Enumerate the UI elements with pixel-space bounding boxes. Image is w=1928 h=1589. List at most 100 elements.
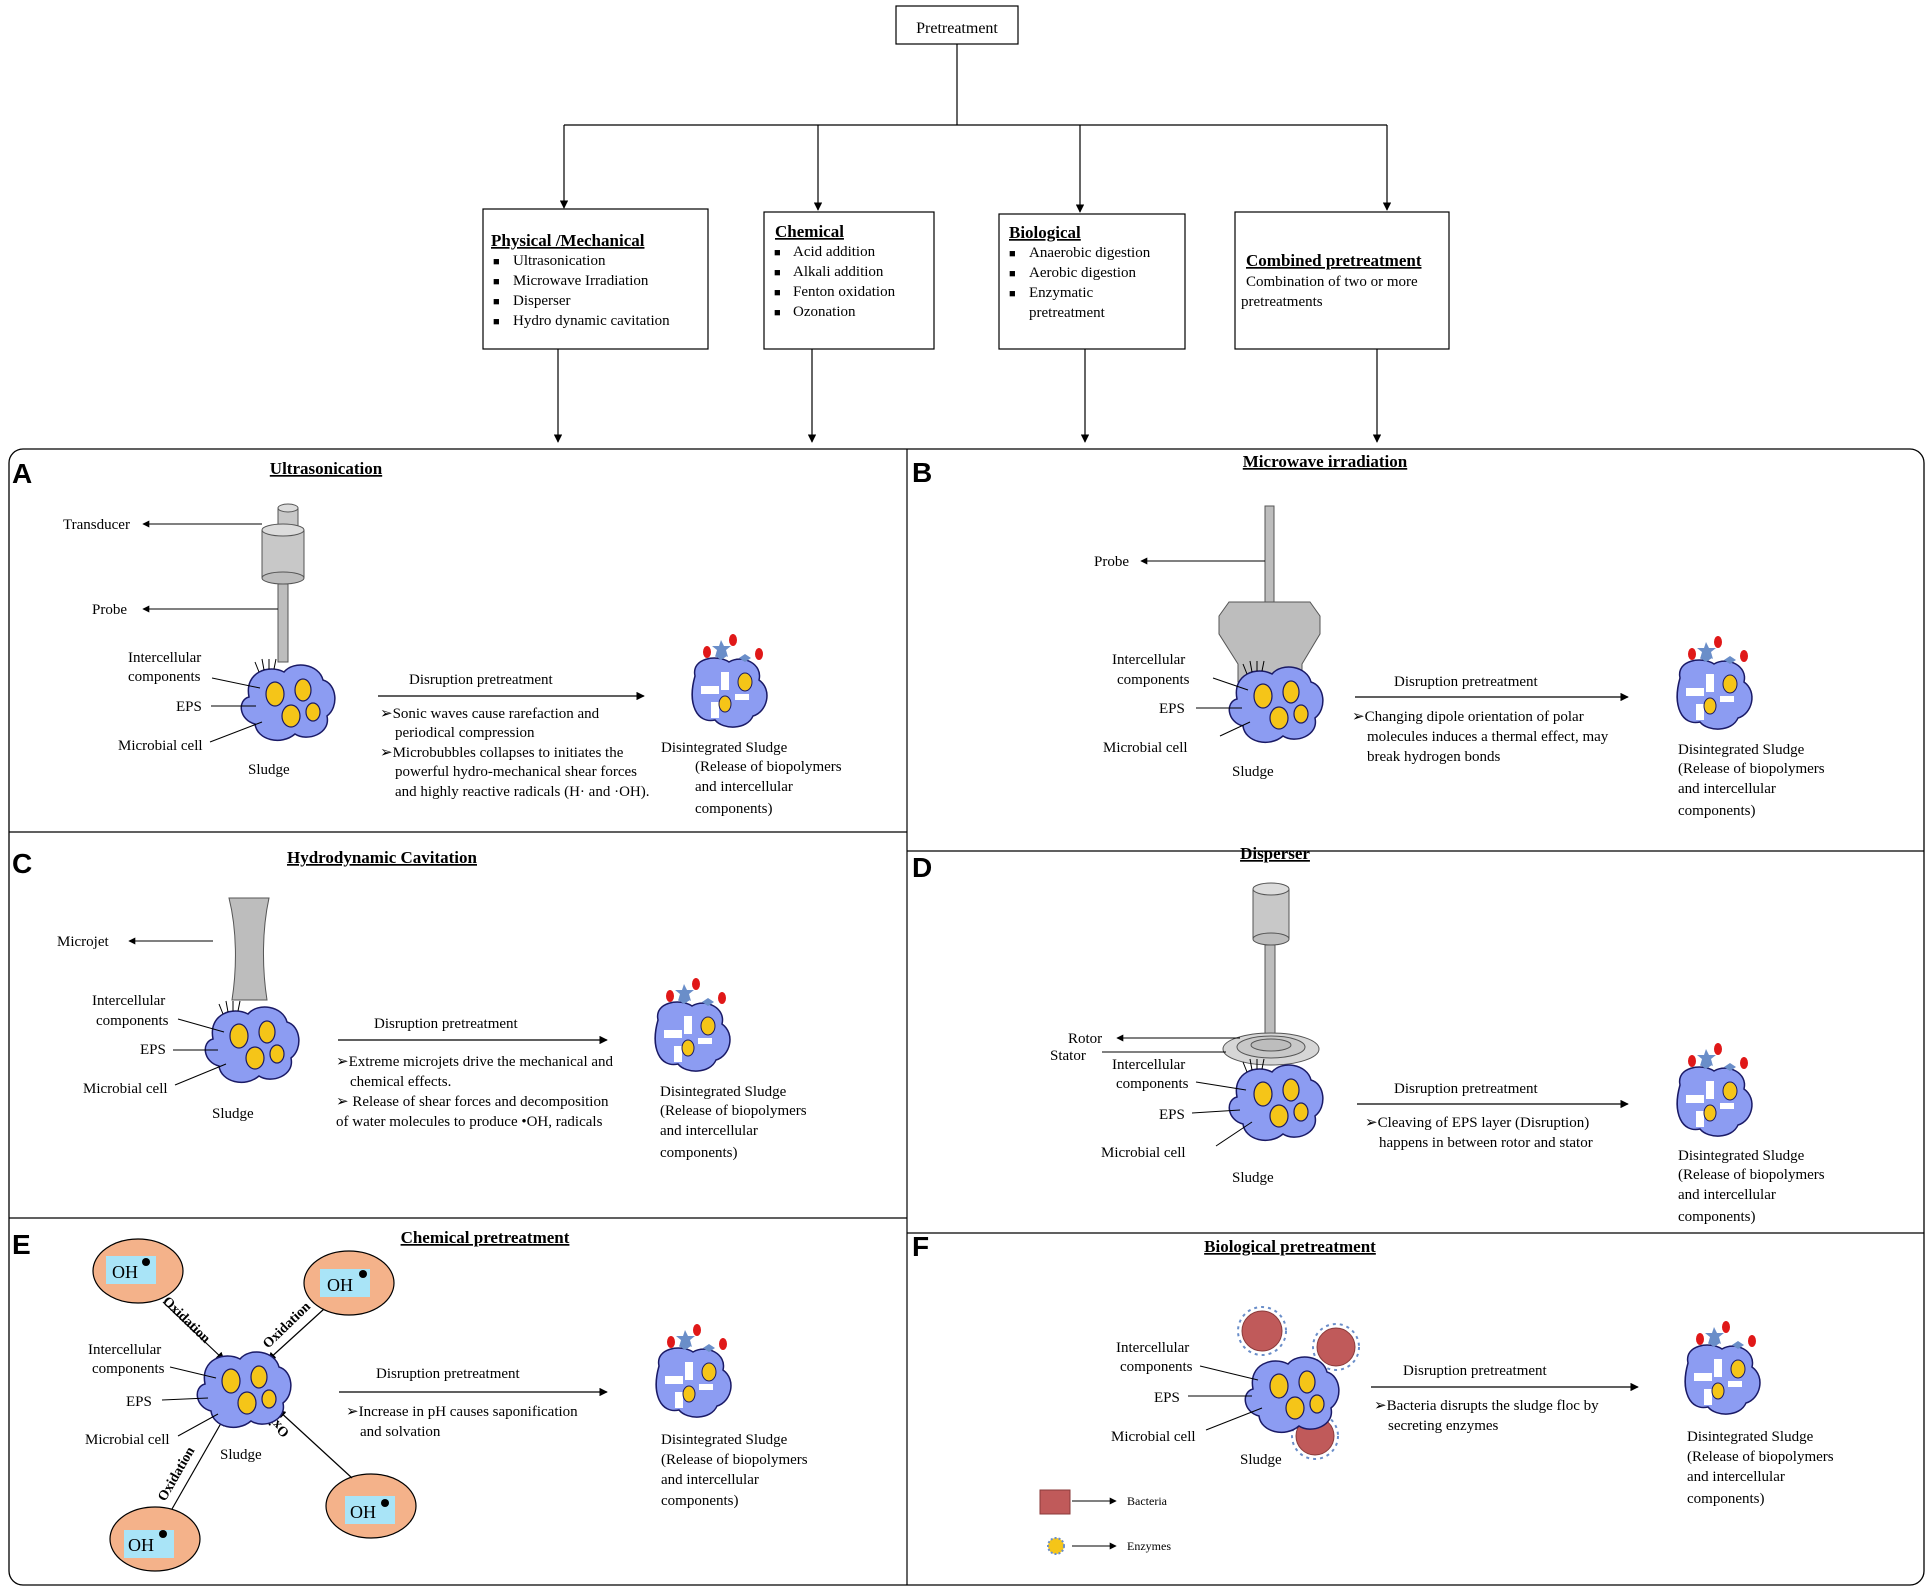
category-box-combined: [1234, 211, 1450, 350]
category-box-physical: [482, 208, 709, 350]
note-line: ➢Microbubbles collapses to initiates the: [380, 745, 624, 761]
category-item: Alkali addition: [793, 264, 884, 280]
label-intercellular: Intercellular: [1112, 1057, 1185, 1073]
hydroxyl-radical-icon: OH: [325, 1473, 417, 1539]
label-disintegrated: (Release of biopolymers: [695, 759, 842, 775]
disintegrated-sludge-icon: [1676, 1043, 1753, 1137]
label-intercellular: Intercellular: [128, 650, 201, 666]
panel-title: Disperser: [1240, 844, 1310, 863]
legend-bacteria: Bacteria: [1039, 1489, 1168, 1515]
label-disintegrated: and intercellular: [695, 779, 793, 795]
label-intercellular: components: [92, 1361, 165, 1377]
panel-letter: E: [12, 1229, 31, 1260]
panel-title: Chemical pretreatment: [401, 1228, 570, 1247]
category-item: Hydro dynamic cavitation: [513, 313, 670, 329]
category-title-physical: Physical /Mechanical: [491, 231, 645, 250]
label-eps: EPS: [176, 699, 202, 715]
oh-label: OH: [112, 1262, 138, 1282]
label-sludge: Sludge: [1232, 764, 1274, 780]
hydroxyl-radical-icon: OH: [303, 1250, 395, 1316]
label-disintegrated: and intercellular: [1687, 1469, 1785, 1485]
label-sludge: Sludge: [220, 1447, 262, 1463]
note-line: ➢Cleaving of EPS layer (Disruption): [1365, 1115, 1589, 1131]
category-line: Combination of two or more: [1246, 274, 1418, 290]
label-disintegrated: Disintegrated Sludge: [661, 1432, 788, 1448]
label-intercellular: Intercellular: [1112, 652, 1185, 668]
pretreatment-tree: Pretreatment Physical /Mechanical ■ Ultr…: [482, 5, 1450, 443]
category-bullet: ■: [774, 307, 781, 319]
sludge-floc-icon: [204, 1000, 300, 1084]
disintegrated-sludge-icon: [691, 634, 768, 728]
category-item: Ultrasonication: [513, 253, 606, 269]
label-disintegrated: (Release of biopolymers: [661, 1452, 808, 1468]
note-line: secreting enzymes: [1388, 1418, 1499, 1434]
label-disintegrated: components): [1678, 1209, 1755, 1225]
label-microbial-cell: Microbial cell: [83, 1081, 168, 1097]
bacteria-icon: [1039, 1489, 1071, 1515]
note-line: ➢Increase in pH causes saponification: [346, 1404, 578, 1420]
note-line: ➢Bacteria disrupts the sludge floc by: [1374, 1398, 1599, 1414]
label-probe: Probe: [1094, 554, 1129, 570]
category-box-biological: [998, 213, 1186, 350]
panel-e: E Chemical pretreatment OH OH OH OH: [12, 1228, 808, 1572]
category-item: Acid addition: [793, 244, 876, 260]
panel-title: Microwave irradiation: [1243, 452, 1408, 471]
label-disintegrated: components): [661, 1493, 738, 1509]
category-bullet: ■: [1009, 268, 1016, 280]
label-disintegrated: and intercellular: [660, 1123, 758, 1139]
label-intercellular: components: [128, 669, 201, 685]
panel-letter: C: [12, 848, 32, 879]
label-disintegrated: components): [695, 801, 772, 817]
label-eps: EPS: [1159, 1107, 1185, 1123]
label-eps: EPS: [140, 1042, 166, 1058]
sludge-floc-icon: [196, 1351, 292, 1429]
label-disintegrated: and intercellular: [1678, 781, 1776, 797]
label-disintegrated: Disintegrated Sludge: [1678, 1148, 1805, 1164]
note-line: ➢ Release of shear forces and decomposit…: [336, 1094, 609, 1110]
label-intercellular: components: [1117, 672, 1190, 688]
label-disintegrated: Disintegrated Sludge: [1687, 1429, 1814, 1445]
note-line: break hydrogen bonds: [1367, 749, 1500, 765]
note-line: ➢Extreme microjets drive the mechanical …: [336, 1054, 614, 1070]
label-disintegrated: Disintegrated Sludge: [1678, 742, 1805, 758]
category-bullet: ■: [774, 267, 781, 279]
disintegrated-sludge-icon: [654, 978, 731, 1072]
legend-enzymes: Enzymes: [1047, 1537, 1171, 1555]
label-eps: EPS: [1154, 1390, 1180, 1406]
label-disintegrated: (Release of biopolymers: [1687, 1449, 1834, 1465]
category-item: Aerobic digestion: [1029, 265, 1137, 281]
label-sludge: Sludge: [212, 1106, 254, 1122]
label-microbial-cell: Microbial cell: [85, 1432, 170, 1448]
label-microbial-cell: Microbial cell: [1103, 740, 1188, 756]
label-disintegrated: Disintegrated Sludge: [660, 1084, 787, 1100]
panel-b: B Microwave irradiation Probe Intercellu…: [912, 452, 1825, 819]
note-line: ➢Sonic waves cause rarefaction and: [380, 706, 600, 722]
label-eps: EPS: [1159, 701, 1185, 717]
panel-letter: A: [12, 458, 32, 489]
label-microbial-cell: Microbial cell: [1111, 1429, 1196, 1445]
label-stator: Stator: [1050, 1048, 1086, 1064]
sludge-floc-icon: [1228, 1058, 1324, 1142]
legend-label: Bacteria: [1127, 1494, 1168, 1508]
label-disruption: Disruption pretreatment: [374, 1016, 519, 1032]
disintegrated-sludge-icon: [1676, 636, 1753, 730]
label-intercellular: Intercellular: [1116, 1340, 1189, 1356]
label-sludge: Sludge: [1232, 1170, 1274, 1186]
category-item: Microwave Irradiation: [513, 273, 649, 289]
oh-label: OH: [327, 1275, 353, 1295]
label-disintegrated: components): [660, 1145, 737, 1161]
label-disintegrated: and intercellular: [661, 1472, 759, 1488]
note-line: molecules induces a thermal effect, may: [1367, 729, 1609, 745]
bacteria-icon: [1312, 1323, 1360, 1371]
label-disintegrated: Disintegrated Sludge: [661, 740, 788, 756]
panel-title: Biological pretreatment: [1204, 1237, 1376, 1256]
sludge-floc-icon: [1244, 1356, 1340, 1434]
panel-letter: F: [912, 1231, 929, 1262]
category-item: pretreatment: [1029, 305, 1106, 321]
category-item: Anaerobic digestion: [1029, 245, 1151, 261]
label-disintegrated: components): [1678, 803, 1755, 819]
panel-frame: [8, 448, 1925, 1586]
label-microbial-cell: Microbial cell: [1101, 1145, 1186, 1161]
category-bullet: ■: [774, 247, 781, 259]
note-line: powerful hydro-mechanical shear forces: [395, 764, 637, 780]
